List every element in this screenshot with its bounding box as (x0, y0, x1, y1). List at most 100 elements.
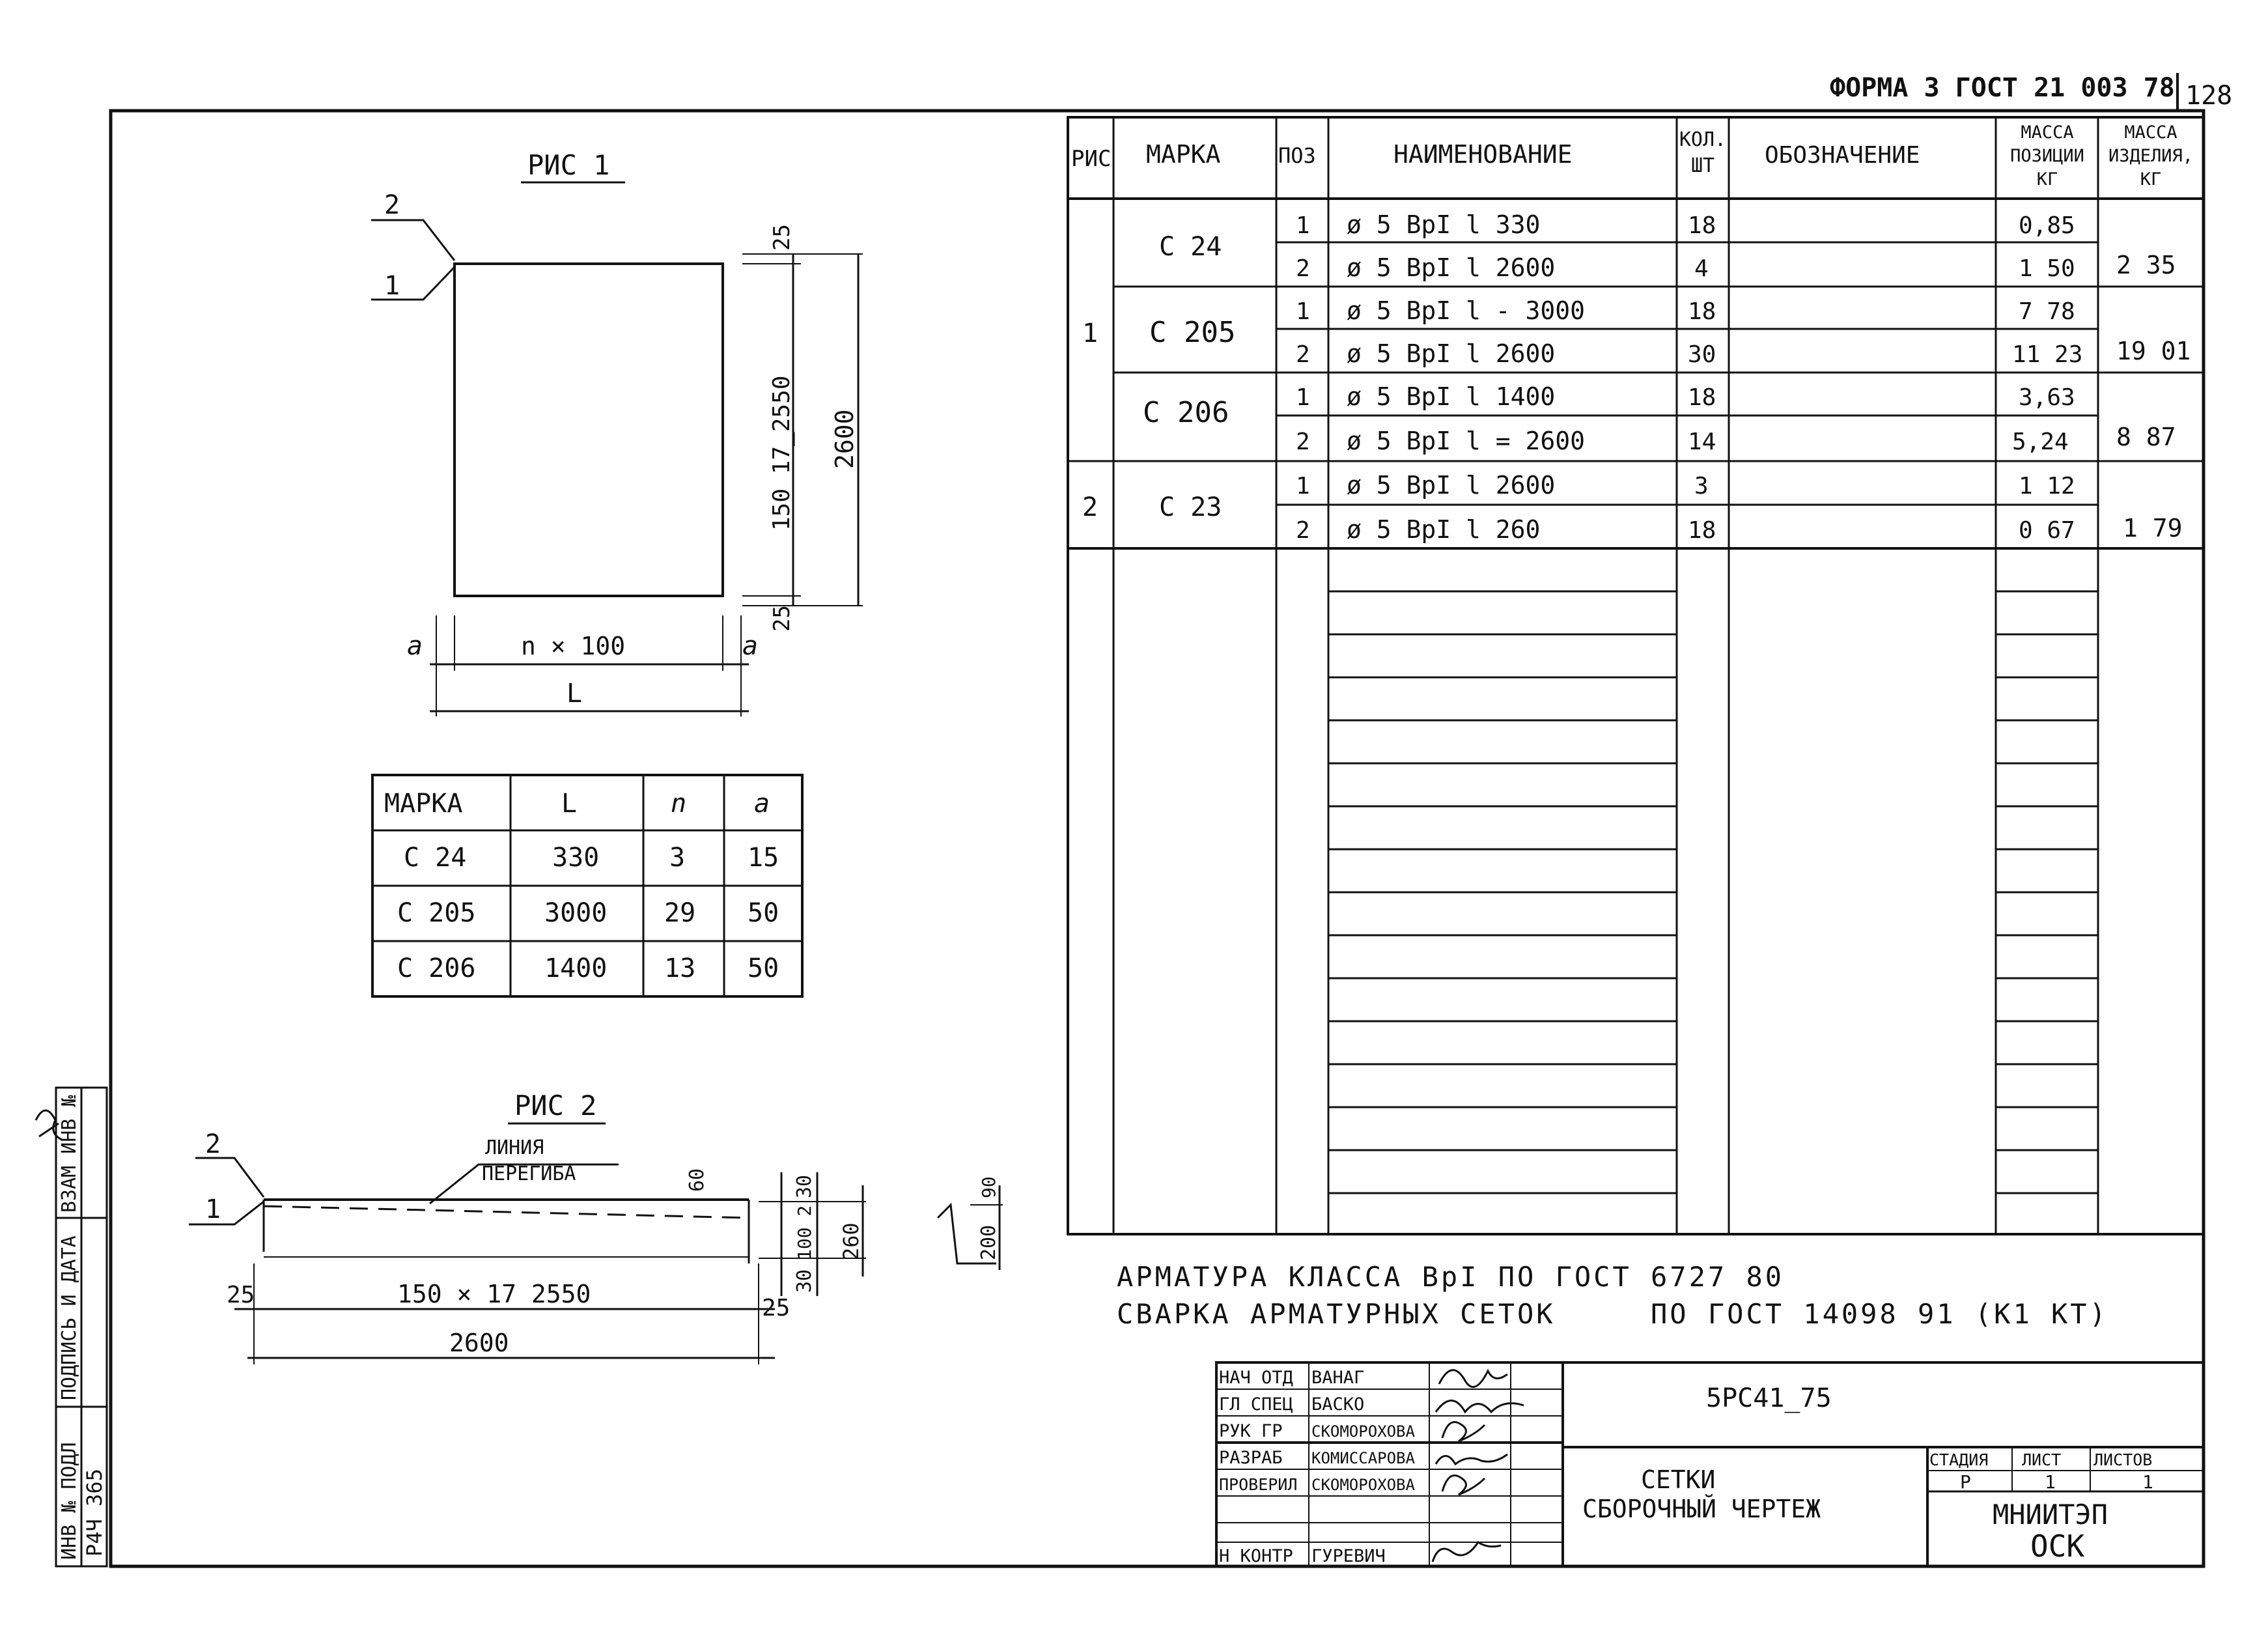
spec-header-kol: КОЛ. ШТ (1679, 128, 1727, 177)
fig1-dim-bottom: 25 (769, 605, 795, 632)
tb-title-line2: СБОРОЧНЫЙ ЧЕРТЕЖ (1582, 1495, 1821, 1523)
spec-kol: 3 (1694, 473, 1709, 500)
page-number: 128 (2185, 81, 2232, 111)
spec-mass: 0,85 (2019, 212, 2075, 239)
dims-cell-marka: С 206 (397, 953, 475, 983)
title-block: НАЧ ОТД ВАНАГ ГЛ СПЕЦ БАСКО РУК ГР СКОМО… (1215, 1361, 2205, 1568)
fig1-dim-a-right: a (742, 631, 758, 661)
spec-kol: 4 (1694, 255, 1709, 282)
fig1-dim-a-left: a (407, 631, 423, 661)
spec-kol: 18 (1688, 212, 1716, 239)
left-strip-label-inv: ИНВ № ПОДЛ (58, 1442, 81, 1560)
dims-header-n: n (671, 789, 686, 819)
title-block-frame (1215, 1361, 2205, 1568)
spec-kol: 18 (1688, 517, 1716, 544)
spec-mass-izd: 2 35 (2116, 251, 2176, 279)
dims-cell-marka: С 24 (404, 843, 466, 873)
fig1-dim-total: 2600 (830, 409, 859, 469)
fig2-dim-span: 150 × 17 2550 (397, 1280, 591, 1308)
spec-marka: С 23 (1159, 492, 1222, 522)
spec-poz: 1 (1296, 384, 1310, 411)
fig1-dim-L: L (567, 679, 582, 709)
fig2-pos-2: 2 (205, 1129, 221, 1159)
tb-name: КОМИССАРОВА (1311, 1449, 1415, 1467)
fig2-dim-30-top: 30 (793, 1175, 816, 1198)
tb-sheet-label: ЛИСТ (2022, 1450, 2061, 1469)
tb-role: РУК ГР (1219, 1421, 1283, 1441)
spec-poz: 2 (1296, 341, 1310, 368)
spec-mass: 7 78 (2019, 298, 2075, 325)
spec-name: ø 5 ВрI l 2600 (1347, 471, 1555, 500)
spec-ris-1: 1 (1082, 318, 1098, 348)
spec-kol: 30 (1688, 341, 1716, 368)
signature-basko (1435, 1400, 1524, 1414)
spec-table-frame (1067, 116, 2205, 1235)
spec-poz: 2 (1296, 517, 1310, 544)
spec-header-kol-box: КОЛ. ШТ (1679, 128, 1727, 177)
fig2-detail-90: 90 (978, 1176, 1000, 1198)
tb-role: РАЗРАБ (1219, 1448, 1283, 1468)
spec-name: ø 5 ВрI l 2600 (1347, 339, 1555, 368)
tb-role: ПРОВЕРИЛ (1219, 1475, 1297, 1494)
tb-name: БАСКО (1311, 1394, 1364, 1415)
fig2-dim-30-bot: 30 (793, 1269, 816, 1293)
spec-poz: 2 (1296, 429, 1310, 455)
spec-marka: С 205 (1149, 316, 1235, 349)
signature-gurevich (1431, 1540, 1502, 1562)
spec-name: ø 5 ВрI l - 3000 (1347, 296, 1585, 325)
tb-org-line2: ОСК (2030, 1529, 2084, 1564)
spec-marka: С 24 (1159, 232, 1222, 262)
left-strip-inv-number: Р4Ч 365 (82, 1469, 107, 1557)
left-strip: ИНВ № ПОДЛ ПОДПИСЬ И ДАТА ВЗАМ ИНВ № Р4Ч… (35, 1086, 108, 1568)
tb-org-line1: МНИИТЭП (1993, 1499, 2108, 1530)
spec-name: ø 5 ВрI l 1400 (1347, 382, 1555, 411)
signature-skomorokhova-1 (1441, 1421, 1486, 1443)
tb-sheets: 1 (2142, 1471, 2153, 1493)
tb-name: ГУРЕВИЧ (1311, 1546, 1386, 1566)
spec-header-mass-poz-box: МАССА ПОЗИЦИИ КГ (2010, 122, 2084, 190)
fig1-title: РИС 1 (527, 149, 609, 181)
spec-header-mass-izd: МАССА ИЗДЕЛИЯ, КГ (2108, 122, 2194, 190)
spec-ris-2: 2 (1082, 492, 1098, 522)
fig2-pos-1: 1 (205, 1194, 221, 1224)
fig2-dim-total: 2600 (449, 1329, 509, 1357)
spec-mass-izd: 8 87 (2116, 423, 2176, 451)
dims-cell-a: 50 (748, 898, 779, 928)
tb-title-line1: СЕТКИ (1641, 1465, 1715, 1494)
dims-cell-n: 29 (664, 898, 695, 928)
figure-1: РИС 1 2 1 25 150 17_2550 2600 25 a a n ×… (371, 149, 863, 716)
spec-header-ris: РИС (1071, 146, 1111, 172)
form-label: ФОРМА 3 ГОСТ 21 003 78 (1830, 73, 2175, 103)
spec-mass: 11 23 (2012, 341, 2082, 368)
tb-name: СКОМОРОХОВА (1311, 1422, 1415, 1441)
tb-sheet: 1 (2045, 1471, 2056, 1493)
spec-table: РИС МАРКА ПОЗ НАИМЕНОВАНИЕ КОЛ. ШТ ОБОЗН… (1067, 116, 2205, 1235)
fig1-leader-2 (371, 219, 456, 261)
fig2-bend-leader (429, 1163, 619, 1205)
spec-poz: 1 (1296, 473, 1310, 500)
spec-poz: 2 (1296, 255, 1310, 282)
fig2-detail-hook (936, 1202, 996, 1265)
fig2-dim-25-right: 25 (762, 1295, 790, 1321)
fig1-leader-1 (371, 266, 456, 301)
tb-role: ГЛ СПЕЦ (1219, 1394, 1293, 1415)
tb-name: ВАНАГ (1311, 1368, 1364, 1388)
fig2-dim-100: 100 2 (794, 1206, 815, 1260)
tb-sheets-label: ЛИСТОВ (2093, 1450, 2152, 1469)
spec-header-obozn: ОБОЗНАЧЕНИЕ (1765, 142, 1920, 169)
signature-vanag (1438, 1368, 1508, 1389)
fig2-dim-260: 260 (839, 1222, 863, 1260)
tb-name: СКОМОРОХОВА (1311, 1476, 1415, 1494)
signature-skomorokhova-2 (1441, 1474, 1486, 1496)
fig1-dim-n: n × 100 (521, 632, 625, 660)
left-strip-signature (35, 1109, 63, 1141)
spec-mass: 5,24 (2012, 429, 2069, 455)
fig1-dim-top: 25 (769, 224, 795, 251)
dims-cell-marka: С 205 (397, 898, 475, 928)
signature-komissarova (1435, 1453, 1508, 1466)
spec-header-name: НАИМЕНОВАНИЕ (1393, 140, 1573, 169)
fig1-dim-side: 150 17_2550 (768, 376, 795, 531)
fig1-mesh-outline (453, 262, 724, 597)
dims-cell-n: 3 (669, 843, 685, 873)
spec-mass: 0 67 (2019, 517, 2075, 544)
